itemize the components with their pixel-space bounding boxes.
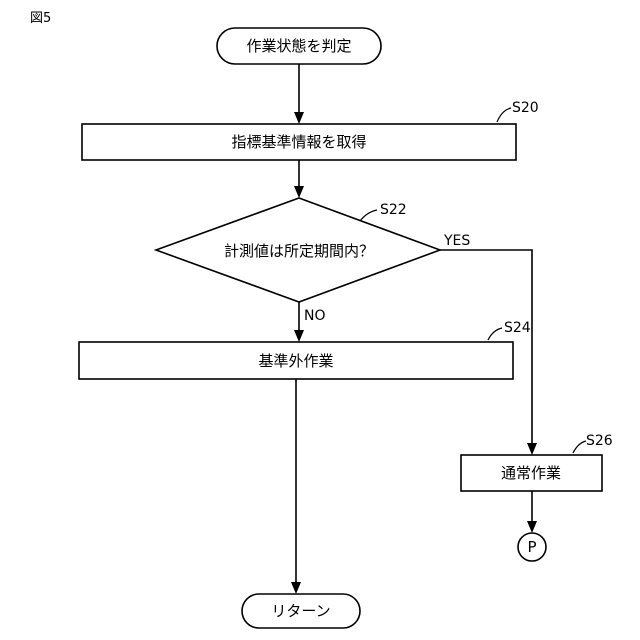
step-s24-number: S24	[504, 320, 531, 336]
process-s26-label: 通常作業	[501, 464, 561, 482]
connector-p-label: P	[527, 538, 536, 556]
arrowhead-s26-connector	[527, 521, 537, 533]
arrowhead-s20-s22	[294, 186, 304, 198]
branch-no-label: NO	[304, 308, 326, 324]
step-s22-leader	[360, 210, 377, 221]
step-s26-number: S26	[586, 433, 613, 449]
step-s26-leader	[573, 441, 586, 453]
arrowhead-s22-s26	[527, 443, 537, 455]
step-s20-leader	[497, 108, 511, 122]
figure-label: 図5	[30, 11, 51, 26]
decision-s22-label: 計測値は所定期間内？	[224, 242, 374, 260]
start-label: 作業状態を判定	[246, 37, 351, 55]
step-s22-number: S22	[380, 202, 407, 218]
step-s24-leader	[488, 328, 502, 340]
arrowhead-start-s20	[294, 112, 304, 124]
end-label: リターン	[271, 602, 330, 620]
branch-yes-label: YES	[443, 233, 470, 249]
process-s20-label: 指標基準情報を取得	[231, 133, 366, 151]
arrowhead-s22-s24	[294, 330, 304, 342]
step-s20-number: S20	[512, 100, 539, 116]
arrowhead-s24-end	[291, 582, 301, 594]
process-s24-label: 基準外作業	[258, 352, 333, 370]
